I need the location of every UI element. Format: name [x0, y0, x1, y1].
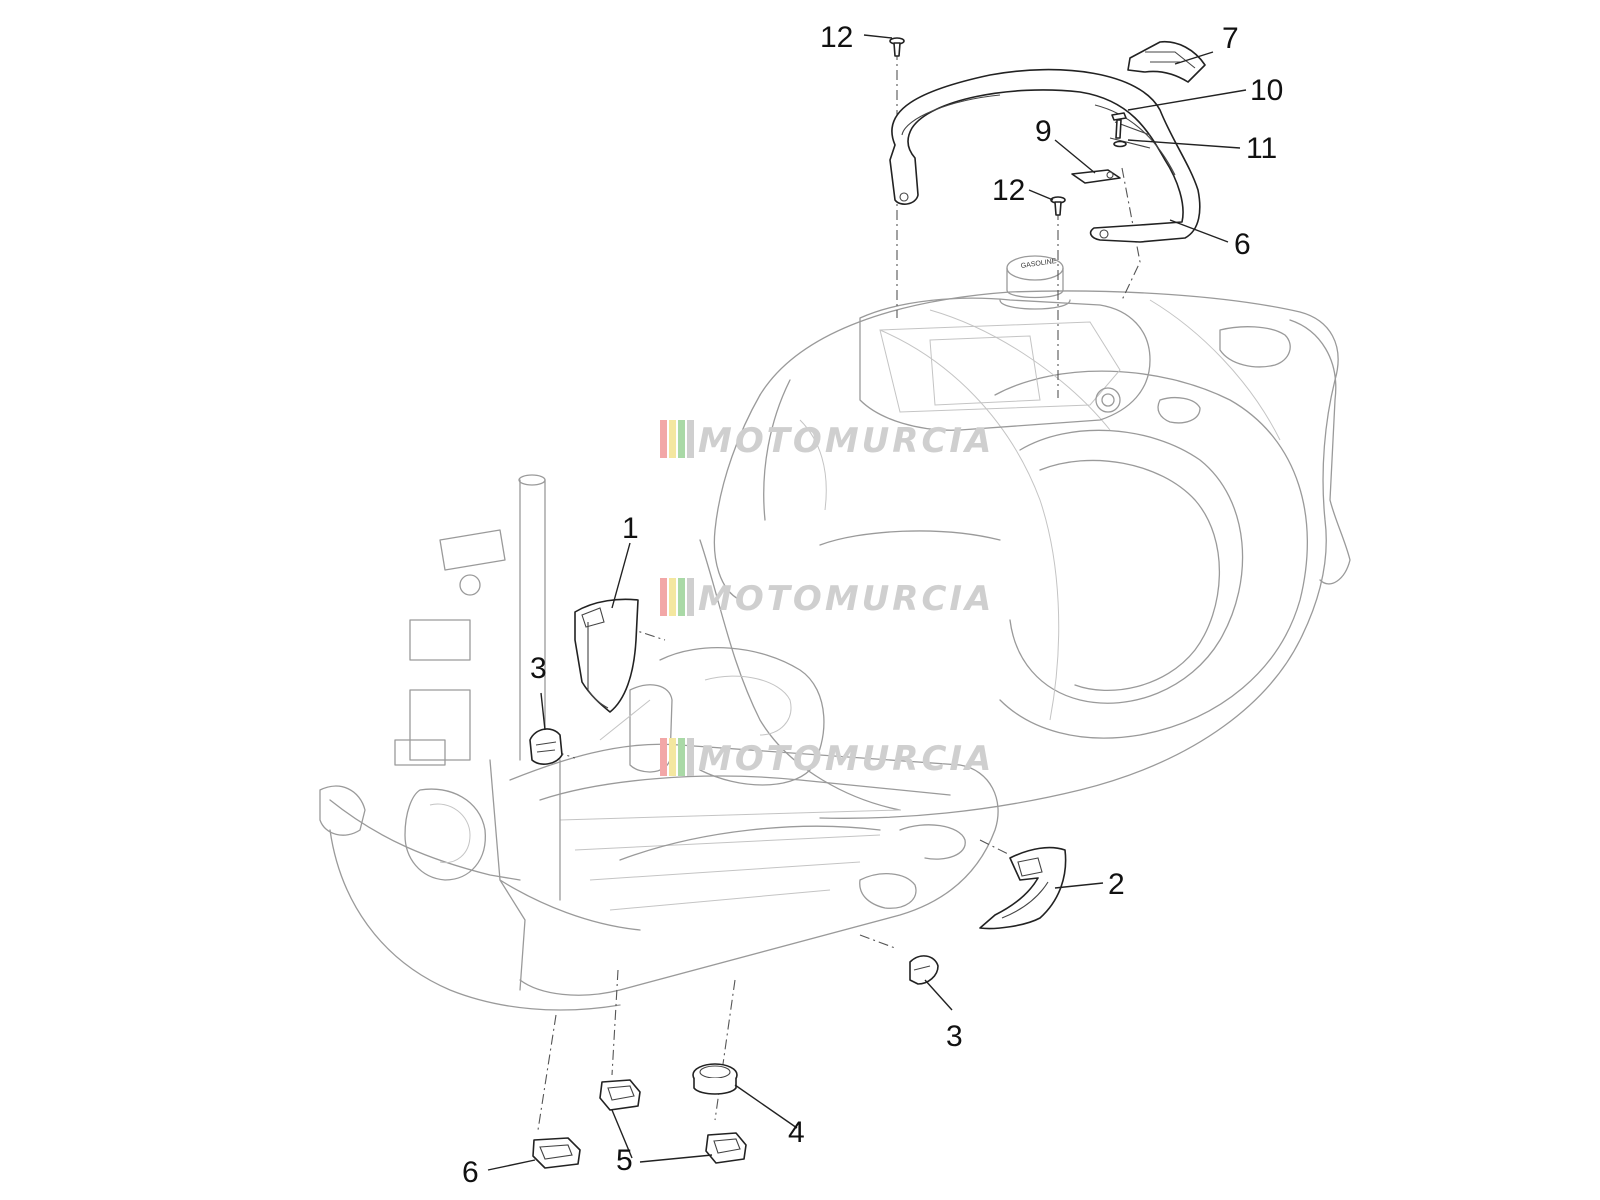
part-6-plug	[532, 1137, 581, 1169]
watermark-stripe-grey	[687, 578, 694, 616]
callout-11: 11	[1246, 132, 1277, 165]
watermark-stripe-green	[678, 420, 685, 458]
watermark-stripe-red	[660, 578, 667, 616]
watermark-stripe-green	[678, 738, 685, 776]
part-12b-screw	[1050, 196, 1066, 216]
watermark-stripe-red	[660, 738, 667, 776]
part-4-grommet	[692, 1063, 738, 1095]
part-9-bracket	[1071, 169, 1121, 184]
watermark-text: MOTOMURCIA	[698, 579, 994, 619]
part-12a-screw	[889, 37, 905, 57]
callout-labels: 12 7 10 11 9 12 6 1 3 2 3 4 5 6	[462, 21, 1283, 1189]
watermark-stripe-green	[678, 578, 685, 616]
callout-10: 10	[1250, 74, 1283, 107]
part-2-cover	[979, 846, 1067, 930]
watermark-stripe-yellow	[669, 578, 676, 616]
watermark-stripe-grey	[687, 420, 694, 458]
callout-3-lower: 3	[946, 1020, 963, 1053]
part-5b-plug	[705, 1132, 747, 1164]
watermark-2: MOTOMURCIA	[660, 578, 994, 619]
callout-3-upper: 3	[530, 652, 547, 685]
part-11-washer	[1113, 140, 1127, 148]
watermark-text: MOTOMURCIA	[698, 739, 994, 779]
watermark-stripe-red	[660, 420, 667, 458]
part-3b-clip	[909, 955, 939, 985]
watermark-1: MOTOMURCIA	[660, 420, 994, 461]
scooter-body: GASOLINE	[319, 255, 1351, 1011]
callout-12-mid: 12	[992, 174, 1025, 207]
part-8-rack-cover	[1127, 40, 1206, 83]
part-5a-plug	[599, 1079, 641, 1111]
watermark-3: MOTOMURCIA	[660, 738, 994, 779]
leader-lines	[487, 34, 1247, 1171]
watermark-group: MOTOMURCIA MOTOMURCIA MOTOMURCIA	[660, 420, 994, 779]
watermark-stripe-yellow	[669, 420, 676, 458]
callout-2: 2	[1108, 868, 1125, 901]
part-3a-clip	[529, 728, 563, 765]
part-1-cover	[574, 598, 639, 713]
callout-9: 9	[1035, 115, 1052, 148]
callout-4: 4	[788, 1116, 805, 1149]
callout-5: 5	[616, 1144, 633, 1177]
callout-12-top: 12	[820, 21, 853, 54]
part-10-bolt	[1111, 112, 1127, 139]
callout-8: 7	[1222, 22, 1239, 55]
watermark-stripe-yellow	[669, 738, 676, 776]
callout-6: 6	[462, 1156, 479, 1189]
part-7-rear-rack	[889, 68, 1201, 243]
watermark-text: MOTOMURCIA	[698, 421, 994, 461]
watermark-stripe-grey	[687, 738, 694, 776]
tank-cap-label: GASOLINE	[1020, 258, 1057, 270]
callout-7: 6	[1234, 228, 1251, 261]
callout-1: 1	[622, 512, 639, 545]
